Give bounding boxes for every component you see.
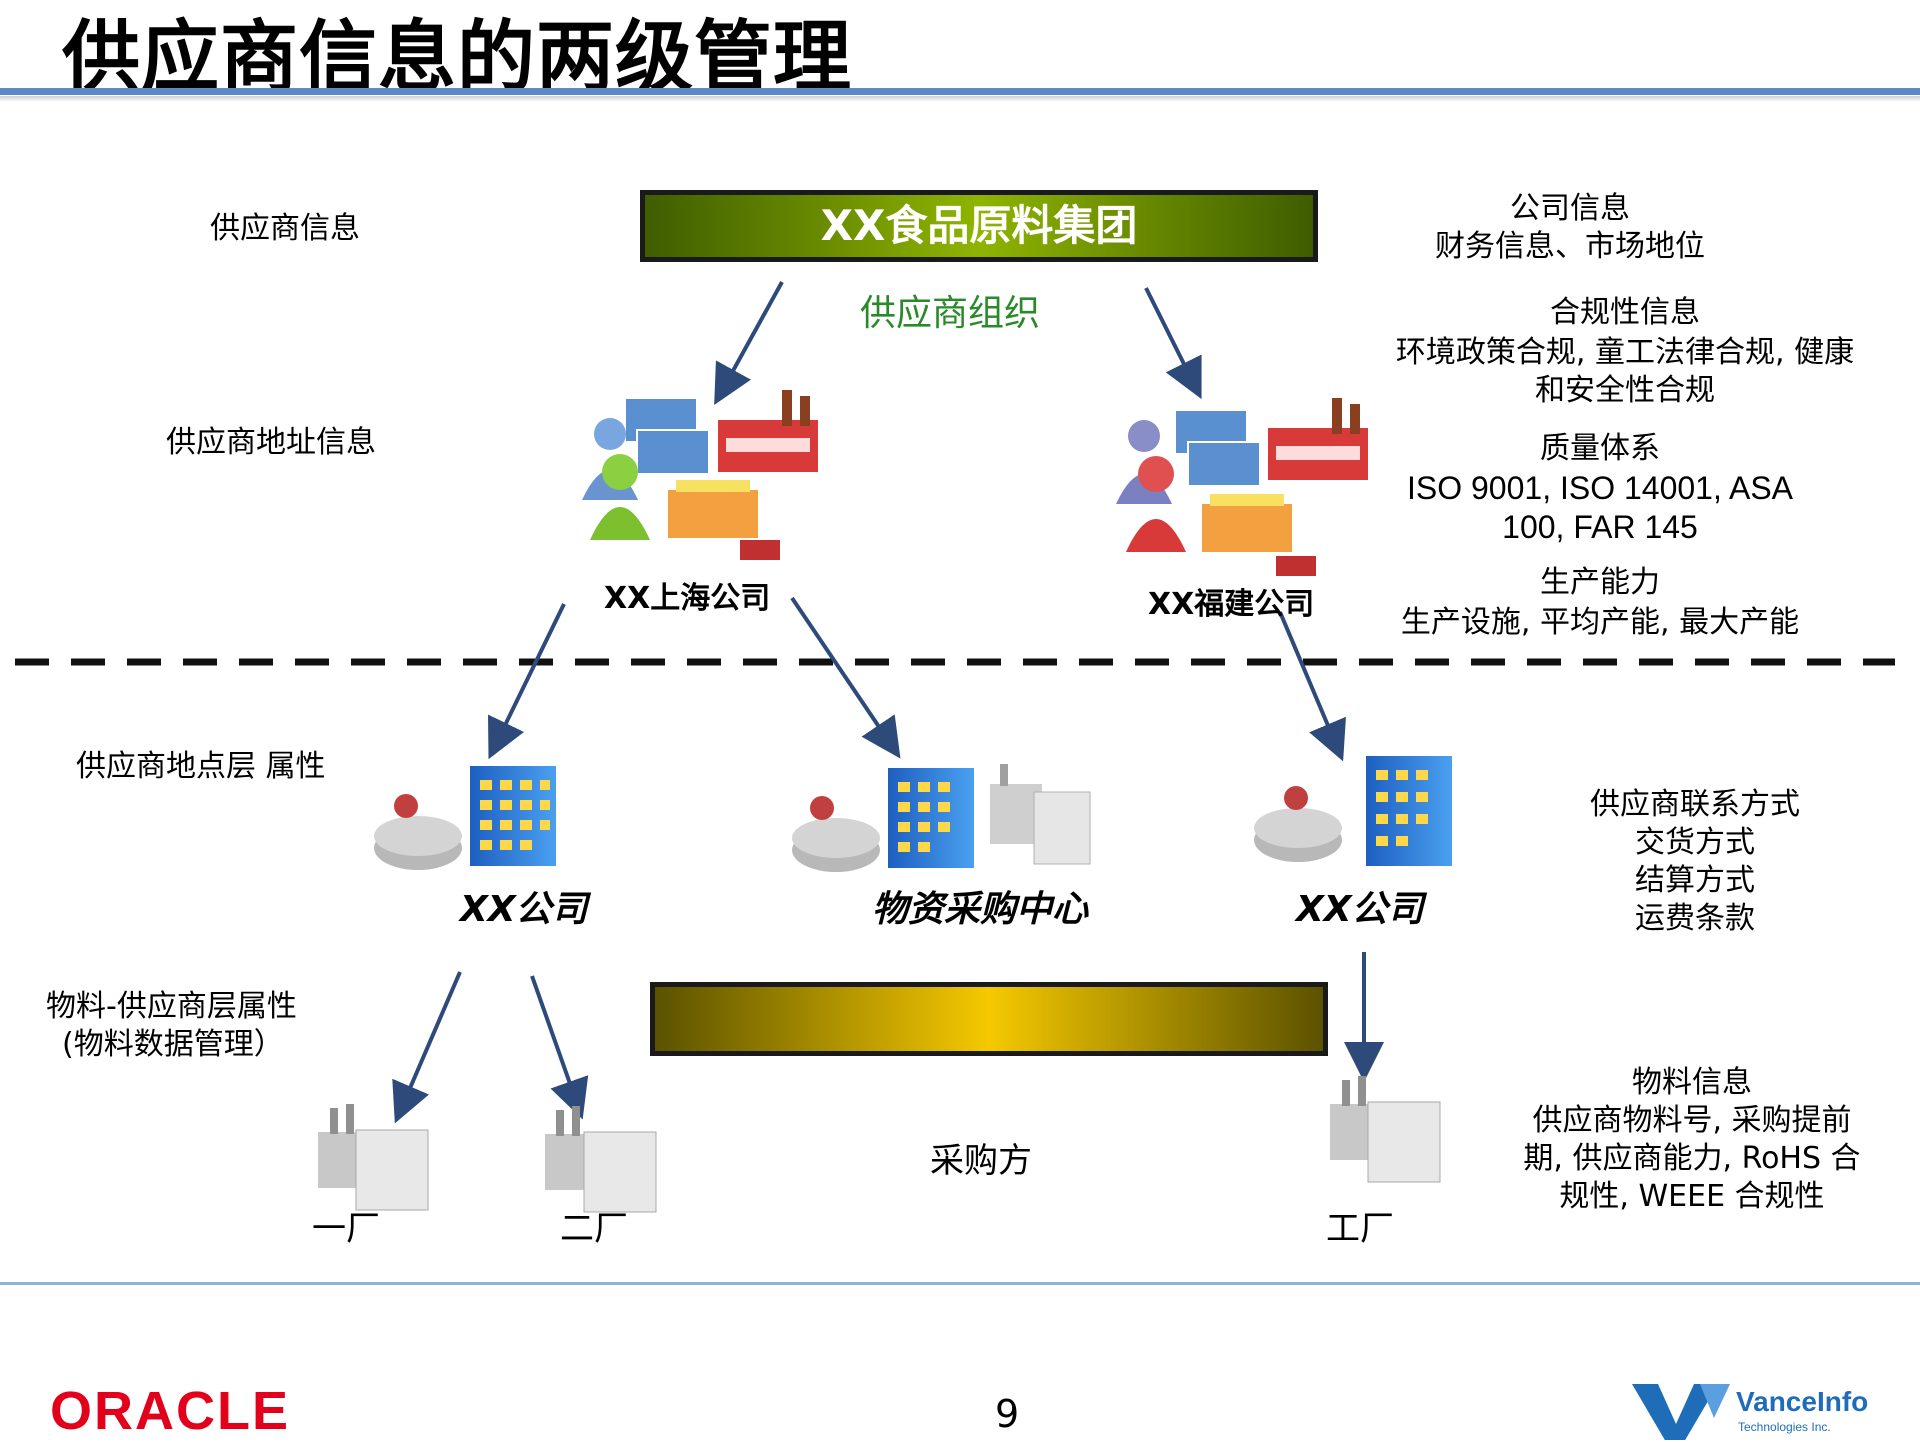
info-site-line1: 供应商联系方式 xyxy=(1590,787,1800,822)
company-shanghai: XX上海公司 xyxy=(604,581,771,616)
buyer-bar xyxy=(650,982,1328,1056)
supplier-group-bar: XX食品原料集团 xyxy=(640,190,1318,262)
plant3-label: 工厂 xyxy=(1326,1209,1394,1249)
info-compliance-detail1: 环境政策合规, 童工法律合规, 健康 xyxy=(1395,335,1855,370)
plant1-icon xyxy=(318,1104,429,1211)
label-supplier-info: 供应商信息 xyxy=(210,211,360,246)
info-site-line3: 结算方式 xyxy=(1635,863,1755,898)
info-material-line2: 期, 供应商能力, RoHS 合 xyxy=(1523,1141,1861,1176)
info-material-line3: 规性, WEEE 合规性 xyxy=(1559,1179,1825,1214)
arrow-fujian-to-site-right xyxy=(1278,611,1346,762)
label-supplier-address: 供应商地址信息 xyxy=(166,425,376,460)
vanceinfo-subtitle: Technologies Inc. xyxy=(1738,1420,1831,1434)
plant2-icon xyxy=(545,1106,657,1213)
site-right-icon xyxy=(1254,756,1452,866)
page-number: 9 xyxy=(995,1392,1020,1436)
arrow-shanghai-to-center xyxy=(790,596,901,759)
title-rule xyxy=(0,88,1920,95)
arrow-group-to-fujian xyxy=(1144,287,1202,400)
footer-rule xyxy=(0,1282,1920,1285)
arrow-site-left-to-plant1 xyxy=(392,971,462,1124)
info-company-title: 公司信息 xyxy=(1510,191,1630,226)
info-quality-title: 质量体系 xyxy=(1540,431,1660,466)
arrows xyxy=(392,281,1384,1124)
arrow-group-to-shanghai xyxy=(714,281,784,406)
label-material-data: (物料数据管理） xyxy=(62,1027,284,1062)
site-left-icon xyxy=(374,766,556,870)
info-material-line1: 供应商物料号, 采购提前 xyxy=(1532,1103,1852,1138)
site-center-icon xyxy=(792,764,1091,872)
site-center-label: 物资采购中心 xyxy=(872,889,1089,930)
info-material-title: 物料信息 xyxy=(1632,1065,1752,1100)
vanceinfo-logo: VanceInfo xyxy=(1736,1386,1869,1417)
fujian-company-icon xyxy=(1116,398,1368,576)
site-right-label: XX公司 xyxy=(1296,889,1424,930)
shanghai-company-icon xyxy=(582,390,818,560)
vanceinfo-mark-icon xyxy=(1632,1384,1730,1440)
company-fujian: XX福建公司 xyxy=(1148,587,1315,622)
label-site-attributes: 供应商地点层 属性 xyxy=(76,749,326,784)
info-site-line2: 交货方式 xyxy=(1635,825,1755,860)
plant2-label: 二厂 xyxy=(560,1209,628,1249)
info-quality-detail1: ISO 9001, ISO 14001, ASA xyxy=(1406,470,1794,506)
title-rule-shadow xyxy=(0,96,1920,102)
label-material-attr: 物料-供应商层属性 xyxy=(46,989,297,1024)
plant3-icon xyxy=(1330,1076,1441,1183)
info-company-detail: 财务信息、市场地位 xyxy=(1435,229,1705,264)
buyer-label: 采购方 xyxy=(930,1141,1032,1181)
oracle-logo: ORACLE xyxy=(50,1381,290,1441)
info-capacity-title: 生产能力 xyxy=(1540,565,1660,600)
arrow-site-left-to-plant2 xyxy=(530,975,589,1120)
plant1-label: 一厂 xyxy=(312,1209,380,1249)
arrow-shanghai-to-site-left xyxy=(488,603,566,760)
info-site-line4: 运费条款 xyxy=(1635,901,1755,936)
info-compliance-title: 合规性信息 xyxy=(1550,295,1700,330)
info-capacity-detail: 生产设施, 平均产能, 最大产能 xyxy=(1400,605,1800,640)
supplier-org-label: 供应商组织 xyxy=(860,293,1041,334)
info-quality-detail2: 100, FAR 145 xyxy=(1502,509,1698,545)
site-left-label: XX公司 xyxy=(460,889,588,930)
info-compliance-detail2: 和安全性合规 xyxy=(1535,373,1715,408)
